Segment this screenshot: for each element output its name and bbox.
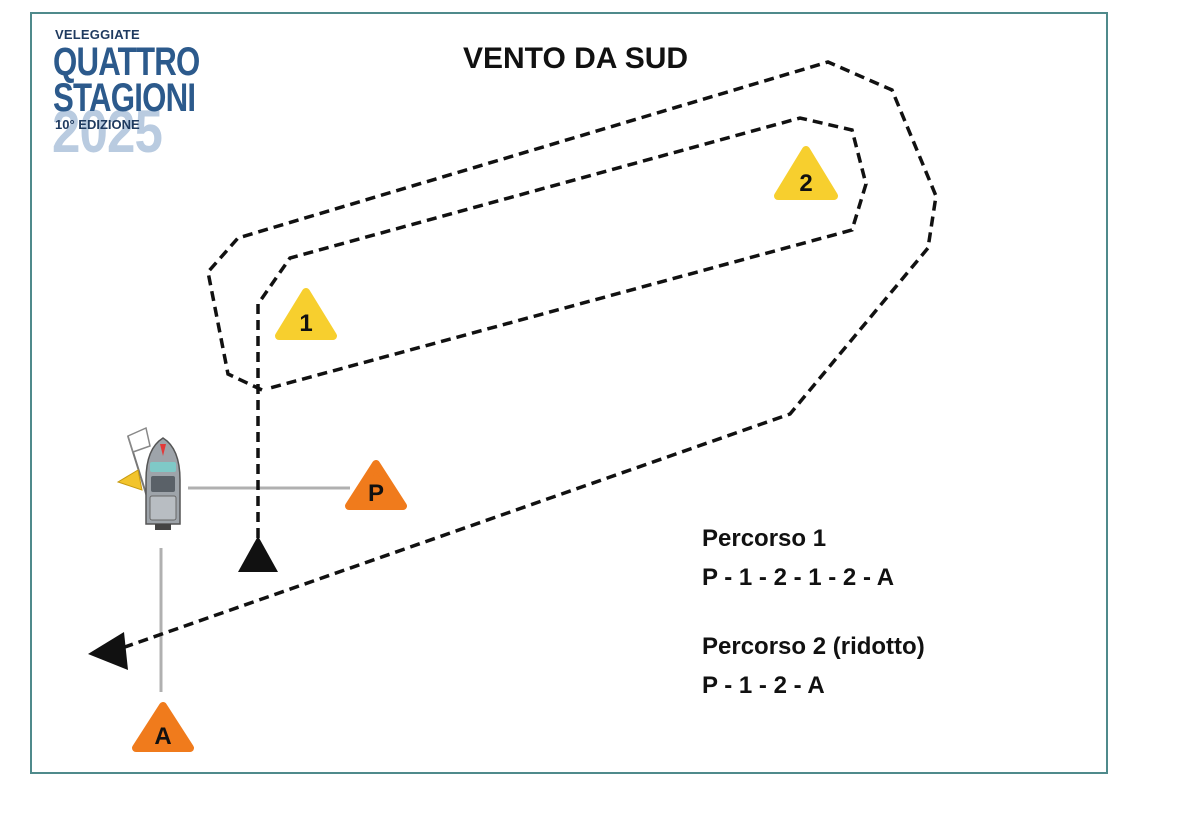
logo-line-2: STAGIONI bbox=[53, 76, 196, 120]
logo-top-line: VELEGGIATE bbox=[55, 27, 140, 42]
mark-arrivo: A bbox=[132, 702, 194, 752]
mark-arrivo-label: A bbox=[154, 723, 171, 750]
committee-boat-icon bbox=[116, 426, 181, 530]
outer-course-path bbox=[121, 60, 938, 650]
mark-partenza-label: P bbox=[368, 480, 384, 507]
mark-1: 1 bbox=[275, 288, 337, 340]
inner-course-path bbox=[256, 116, 868, 538]
course-2-name: Percorso 2 (ridotto) bbox=[702, 633, 925, 660]
diagram-title: VENTO DA SUD bbox=[463, 42, 689, 75]
mark-1-label: 1 bbox=[299, 310, 312, 337]
course-1-route: P - 1 - 2 - 1 - 2 - A bbox=[702, 564, 895, 591]
course-1-name: Percorso 1 bbox=[702, 525, 827, 552]
logo-edition: 10° EDIZIONE bbox=[55, 117, 140, 132]
finish-arrowhead bbox=[88, 632, 128, 670]
logo-year: 2025 bbox=[52, 98, 163, 165]
course-2-route: P - 1 - 2 - A bbox=[702, 672, 825, 699]
mark-2: 2 bbox=[774, 146, 838, 200]
mark-partenza: P bbox=[345, 460, 407, 510]
logo-line-1: QUATTRO bbox=[53, 40, 200, 84]
upwind-arrowhead bbox=[238, 536, 278, 572]
diagram-frame bbox=[30, 12, 1108, 774]
mark-2-label: 2 bbox=[799, 170, 812, 197]
